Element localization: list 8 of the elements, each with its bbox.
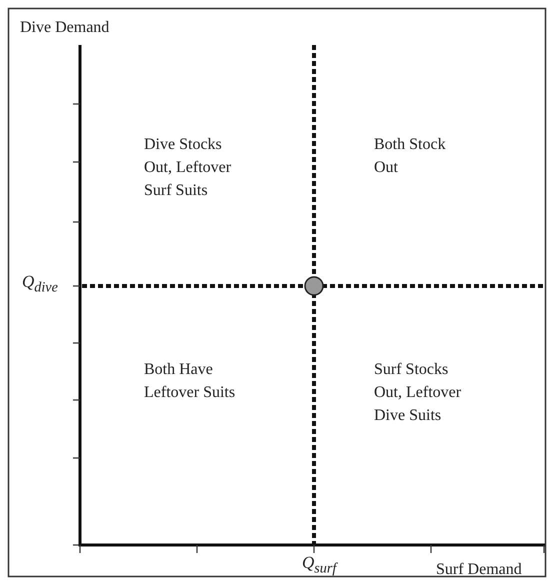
axis-label: Dive Demand — [20, 18, 110, 38]
quadrant-label: Both Have Leftover Suits — [144, 360, 236, 403]
quadrant-label: Surf Stocks Out, Leftover Dive Suits — [374, 360, 462, 426]
axis-value-label: Q$_{dive}$ — [22, 273, 59, 296]
axis-label: Surf Demand — [436, 560, 523, 580]
axis-value-label: Q$_{surf}$ — [302, 554, 339, 578]
quadrant-label: Both Stock Out — [374, 135, 447, 178]
quadrant-label: Dive Stocks Out, Leftover Surf Suits — [144, 135, 232, 201]
